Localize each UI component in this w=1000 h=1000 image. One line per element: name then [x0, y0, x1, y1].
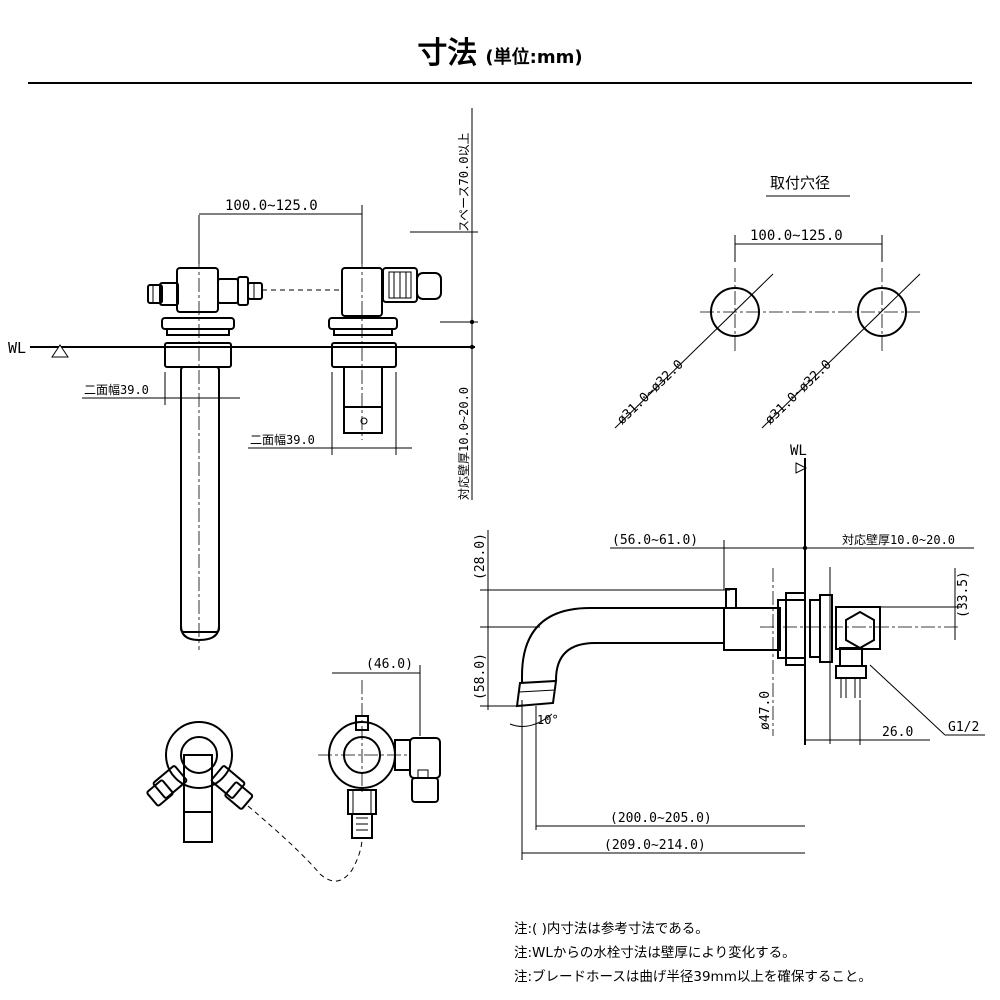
page-title: 寸法 (単位:mm) — [0, 28, 1000, 72]
wl-side-label: WL — [790, 443, 807, 459]
dim-47-label: ø47.0 — [758, 691, 773, 730]
hole-title: 取付穴径 — [770, 174, 830, 192]
thread-label: G1/2 — [948, 720, 979, 735]
front-valve-unit — [328, 267, 442, 434]
front-view: WL — [8, 108, 478, 650]
hole-pitch-label: 100.0~125.0 — [750, 228, 843, 244]
title-unit: (単位:mm) — [485, 47, 583, 68]
dim-209-214-label: (209.0~214.0) — [604, 838, 706, 853]
note-1: 注:( )内寸法は参考寸法である。 — [514, 921, 709, 937]
note-3: 注:ブレードホースは曲げ半径39mm以上を確保すること。 — [514, 969, 872, 985]
front-spout-unit — [147, 255, 263, 650]
hole-dia-right-label: ø31.0~ø32.0 — [762, 357, 834, 428]
dim-58-label: (58.0) — [473, 653, 488, 700]
wall-thickness-v-label: 対応壁厚10.0~20.0 — [456, 387, 471, 500]
title-main: 寸法 — [417, 36, 478, 71]
wall-thickness-h-label: 対応壁厚10.0~20.0 — [842, 532, 955, 547]
front-pitch-label: 100.0~125.0 — [225, 198, 318, 214]
space-label: スペース70.0以上 — [457, 133, 471, 232]
hole-dia-left-label: ø31.0~ø32.0 — [614, 357, 686, 428]
dim-28-label: (28.0) — [473, 533, 488, 580]
side-view: WL (56.0~61.0) 対応壁厚10.0~20.0 — [473, 443, 985, 860]
hex-width-2-label: 二面幅39.0 — [250, 432, 315, 447]
dim-46-label: (46.0) — [366, 657, 413, 672]
hole-diagram: 取付穴径 100.0~125.0 ø31.0~ø32.0 ø31.0~ø32.0 — [614, 174, 921, 429]
notes: 注:( )内寸法は参考寸法である。 注:WLからの水栓寸法は壁厚により変化する。… — [514, 917, 994, 989]
note-2: 注:WLからの水栓寸法は壁厚により変化する。 — [514, 945, 796, 961]
dim-200-205-label: (200.0~205.0) — [610, 811, 712, 826]
angle-label: 10° — [537, 713, 559, 727]
dim-56-61-label: (56.0~61.0) — [612, 533, 698, 548]
dim-26-label: 26.0 — [882, 725, 913, 740]
title-rule — [28, 82, 972, 84]
dim-33-5-label: (33.5) — [956, 571, 971, 618]
hex-width-1-label: 二面幅39.0 — [84, 382, 149, 397]
wl-left-label: WL — [8, 339, 26, 357]
top-view: (46.0) — [146, 657, 441, 882]
wl-marker-icon — [51, 344, 69, 358]
